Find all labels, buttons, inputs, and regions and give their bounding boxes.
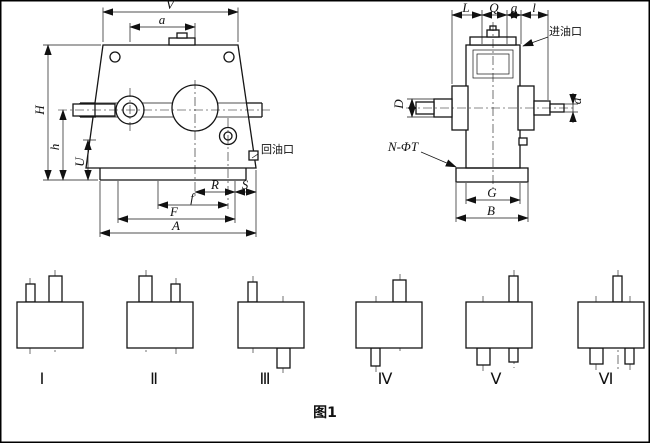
dim-label-h: h <box>47 144 62 151</box>
dim-label-L: L <box>461 0 469 15</box>
dim-label-B: B <box>487 203 495 218</box>
dim-label-f: f <box>190 190 196 205</box>
dim-label-l: l <box>532 0 536 15</box>
front-extension-lines <box>43 7 257 237</box>
bolt-boss-left <box>109 51 121 63</box>
dim-label-F: F <box>169 204 179 219</box>
oil-return-plug <box>248 150 259 161</box>
dim-label-G: G <box>487 185 497 200</box>
front-dimension-lines <box>44 8 257 237</box>
oil-return-label: 回油口 <box>261 142 294 156</box>
variant-2: Ⅱ <box>126 270 194 388</box>
dim-label-S: S <box>242 177 249 192</box>
dim-label-d: d <box>569 97 584 104</box>
variant-2-label: Ⅱ <box>150 371 158 388</box>
variant-5: Ⅴ <box>465 270 533 388</box>
dim-label-U: U <box>72 156 87 167</box>
variant-6: Ⅵ <box>577 270 645 388</box>
variant-3: Ⅲ <box>237 276 305 388</box>
variant-1-label: Ⅰ <box>40 371 45 388</box>
dim-label-A: A <box>171 218 180 233</box>
inspection-cap <box>168 32 196 46</box>
base-foot <box>99 168 247 181</box>
dim-label-V: V <box>166 0 176 12</box>
figure-caption: 图1 <box>313 405 337 421</box>
bolt-boss-right <box>223 51 235 63</box>
front-view: V a H h U R S f F A 回油口 <box>32 0 294 237</box>
side-view: L Q g l D d G B 进油口 N-ΦT <box>387 0 584 222</box>
output-boss <box>171 84 219 132</box>
variant-3-label: Ⅲ <box>259 371 270 388</box>
dim-label-g: g <box>511 0 518 15</box>
oil-inlet-label: 进油口 <box>549 24 582 38</box>
side-base <box>455 167 529 183</box>
dim-label-R: R <box>210 177 219 192</box>
dim-label-D: D <box>391 99 406 110</box>
assembly-variants: Ⅰ Ⅱ Ⅲ Ⅳ <box>16 270 645 388</box>
dim-label-H: H <box>32 105 47 116</box>
dim-label-Q: Q <box>489 0 499 15</box>
variant-1: Ⅰ <box>16 270 84 388</box>
variant-4-label: Ⅳ <box>378 371 393 388</box>
dim-label-a: a <box>159 12 166 27</box>
bolt-holes-label: N-ΦT <box>387 139 419 154</box>
variant-6-label: Ⅵ <box>599 371 614 388</box>
side-dimension-lines <box>408 11 577 222</box>
variant-4: Ⅳ <box>355 274 423 388</box>
side-centerlines <box>406 22 574 192</box>
side-bolt <box>518 137 528 146</box>
variant-5-label: Ⅴ <box>491 371 502 388</box>
